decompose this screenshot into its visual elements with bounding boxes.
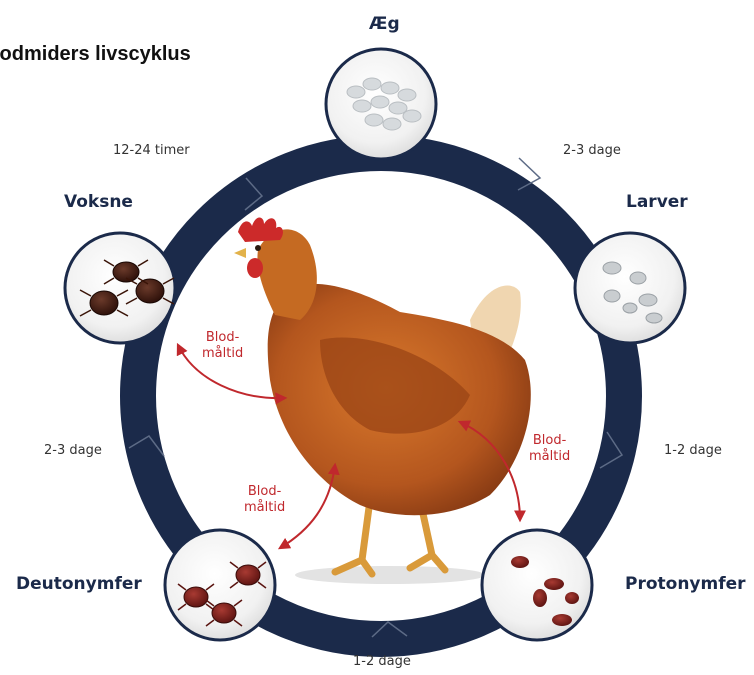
- duration-deutonymphs-to-adults: 2-3 dage: [44, 443, 102, 458]
- larvae-bubble: [575, 233, 685, 343]
- duration-protonymphs-to-deutonymphs: 1-2 dage: [353, 654, 411, 669]
- duration-adults-to-eggs: 12-24 timer: [113, 143, 190, 158]
- stage-label-protonymphs: Protonymfer: [625, 574, 746, 594]
- stage-label-larvae: Larver: [626, 192, 688, 212]
- protonymphs-bubble: [482, 530, 592, 640]
- diagram-title: lodmiders livscyklus: [0, 43, 191, 66]
- stage-label-deutonymphs: Deutonymfer: [16, 574, 142, 594]
- blood-meal-label-deutonymphs: Blod- måltid: [244, 484, 285, 516]
- blood-meal-line1: Blod-: [202, 330, 243, 346]
- blood-meal-line2: måltid: [202, 346, 243, 362]
- stage-label-eggs: Æg: [369, 14, 400, 34]
- blood-meal-label-adults: Blod- måltid: [202, 330, 243, 362]
- blood-meal-line1: Blod-: [529, 433, 570, 449]
- hen-illustration: [234, 218, 531, 575]
- blood-meal-line2: måltid: [529, 449, 570, 465]
- blood-meal-label-protonymphs: Blod- måltid: [529, 433, 570, 465]
- duration-eggs-to-larvae: 2-3 dage: [563, 143, 621, 158]
- blood-meal-line1: Blod-: [244, 484, 285, 500]
- deutonymphs-bubble: [165, 530, 275, 640]
- stage-label-adults: Voksne: [64, 192, 133, 212]
- duration-larvae-to-protonymphs: 1-2 dage: [664, 443, 722, 458]
- hen-shadow: [295, 566, 485, 584]
- blood-meal-line2: måltid: [244, 500, 285, 516]
